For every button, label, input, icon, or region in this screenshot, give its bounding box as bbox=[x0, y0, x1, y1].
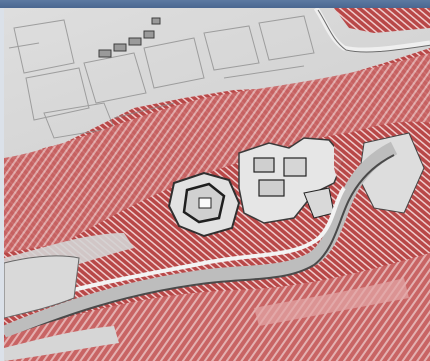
title-bar bbox=[0, 0, 430, 8]
central-fortress-enclosure[interactable] bbox=[167, 171, 241, 238]
eastern-enclosures[interactable] bbox=[238, 137, 345, 224]
winding-road bbox=[43, 186, 346, 300]
relief-map[interactable] bbox=[4, 8, 430, 361]
river-channel bbox=[4, 141, 398, 340]
terraced-fields bbox=[4, 8, 430, 158]
map-view[interactable] bbox=[4, 8, 430, 361]
window-left-border bbox=[0, 8, 4, 361]
village-buildings bbox=[98, 17, 161, 58]
field-boundaries bbox=[8, 15, 315, 139]
western-meadow bbox=[4, 255, 80, 319]
